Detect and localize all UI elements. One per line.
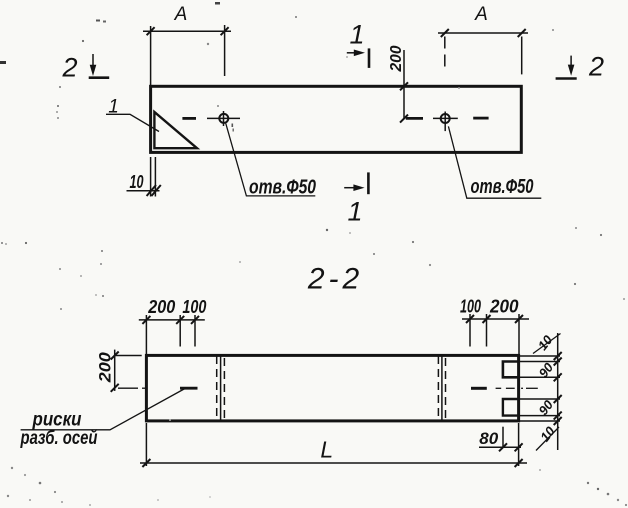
svg-text:отв.Ф50: отв.Ф50 [471, 176, 534, 198]
svg-text:2: 2 [588, 52, 604, 82]
svg-text:разб. осей: разб. осей [20, 428, 98, 449]
svg-text:200: 200 [147, 296, 175, 317]
svg-text:200: 200 [96, 352, 115, 384]
svg-text:риски: риски [32, 410, 82, 431]
svg-text:отв.Ф50: отв.Ф50 [249, 177, 316, 199]
svg-text:1: 1 [108, 97, 119, 118]
svg-text:1: 1 [347, 197, 362, 227]
svg-text:200: 200 [388, 45, 405, 72]
svg-text:А: А [474, 4, 488, 25]
svg-text:2: 2 [61, 53, 77, 83]
svg-text:L: L [320, 437, 333, 463]
svg-text:200: 200 [489, 296, 519, 317]
svg-text:100: 100 [460, 296, 481, 317]
svg-text:1: 1 [349, 20, 364, 50]
svg-text:80: 80 [479, 429, 498, 448]
svg-text:10: 10 [130, 172, 144, 192]
svg-text:2-2: 2-2 [307, 263, 363, 296]
svg-text:100: 100 [182, 296, 207, 317]
svg-text:А: А [174, 4, 188, 25]
